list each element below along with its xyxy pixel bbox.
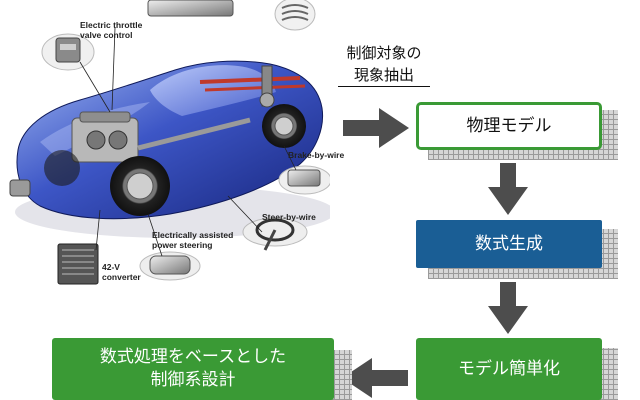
converter-component (57, 243, 99, 285)
extraction-label-line2: 現象抽出 (338, 64, 430, 87)
top-component-left (147, 0, 234, 17)
arrow-right-to-model (343, 108, 409, 148)
steering-wheel-component (242, 217, 308, 251)
arrow-left-to-design (342, 358, 408, 398)
extraction-label-line1: 制御対象の (346, 44, 422, 62)
throttle-component (41, 33, 95, 71)
physical-model-box: 物理モデル (416, 102, 602, 150)
physical-model-label: 物理モデル (466, 115, 552, 136)
callout-steer: Steer-by-wire (262, 212, 316, 222)
callout-converter: 42-V converter (102, 262, 141, 282)
arrow-down-1 (488, 163, 528, 215)
spring-component (274, 0, 316, 31)
extraction-label: 制御対象の 現象抽出 (338, 42, 430, 87)
callout-throttle: Electric throttle valve control (80, 20, 143, 40)
equation-generation-box: 数式生成 (416, 220, 602, 268)
equation-generation-label: 数式生成 (475, 233, 543, 254)
callout-eps: Electrically assisted power steering (152, 230, 234, 250)
callout-brake: Brake-by-wire (288, 150, 345, 160)
eps-component (139, 251, 201, 281)
arrow-down-2 (488, 282, 528, 334)
sensor-component (9, 179, 31, 197)
car-illustration (9, 0, 330, 285)
model-simplification-box: モデル簡単化 (416, 338, 602, 400)
brake-component (278, 165, 330, 195)
control-design-box: 数式処理をベースとした 制御系設計 (52, 338, 334, 400)
model-simplification-label: モデル簡単化 (458, 358, 560, 379)
control-design-label-line1: 数式処理をベースとした (99, 347, 287, 367)
engine-block (71, 111, 139, 163)
control-design-label-line2: 制御系設計 (150, 370, 236, 390)
